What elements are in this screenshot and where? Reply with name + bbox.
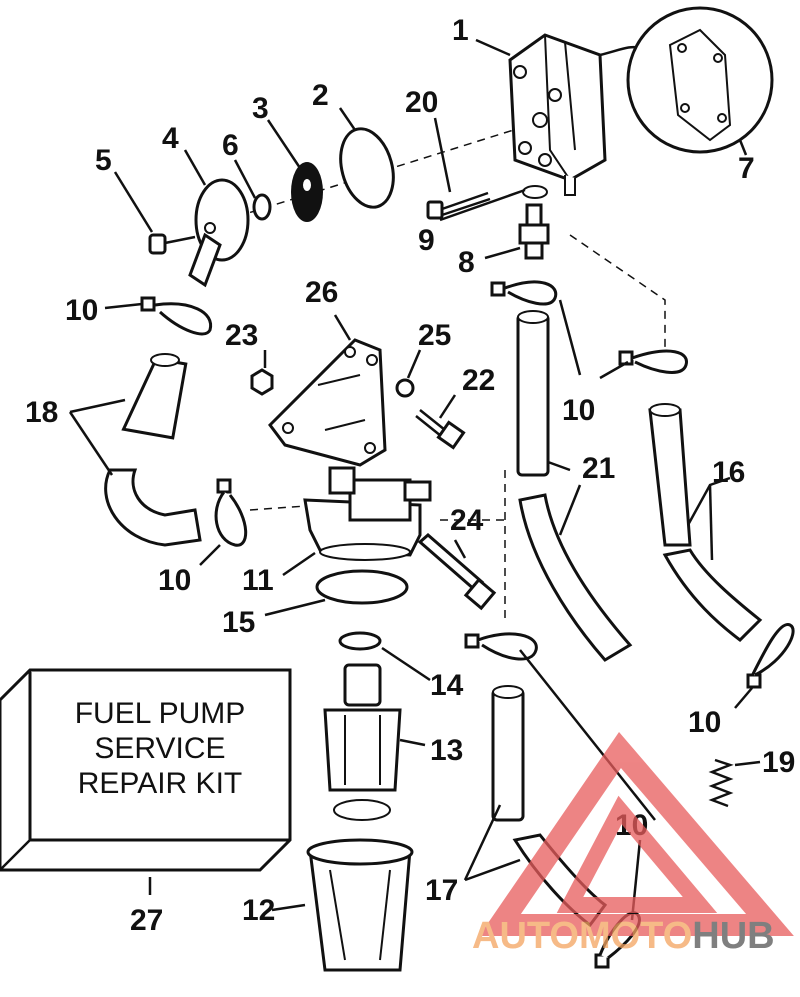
o-ring-part-2 <box>339 127 395 209</box>
hose-part-18 <box>104 353 202 547</box>
hose-part-16 <box>648 403 763 642</box>
clamp-top-left <box>140 296 213 336</box>
callout-24: 24 <box>450 504 484 537</box>
clamp-left-vertical <box>214 478 248 547</box>
callout-4: 4 <box>162 122 179 155</box>
clamp-top-right <box>490 280 558 306</box>
callout-3: 3 <box>252 92 269 125</box>
callout-25: 25 <box>418 319 451 352</box>
leader-lines <box>68 38 761 921</box>
kit-box-line-2: SERVICE <box>94 732 225 765</box>
cover-part-4 <box>188 178 250 288</box>
repair-kit-box: FUEL PUMP SERVICE REPAIR KIT <box>0 668 292 872</box>
callout-17: 17 <box>425 874 458 907</box>
callout-26: 26 <box>305 276 338 309</box>
callout-8: 8 <box>458 246 475 279</box>
callout-10d: 10 <box>688 706 721 739</box>
o-ring-part-15 <box>315 569 409 605</box>
callout-18: 18 <box>25 396 58 429</box>
kit-box-line-1: FUEL PUMP <box>75 697 246 730</box>
callout-16: 16 <box>712 456 745 489</box>
callout-23: 23 <box>225 319 258 352</box>
gasket-detail-inset <box>626 6 774 154</box>
filter-head-part-11 <box>303 466 432 561</box>
filter-element-part-13 <box>323 663 402 821</box>
clamp-right-lower <box>746 623 795 689</box>
watermark-triangle-inner <box>556 795 718 913</box>
callout-5: 5 <box>95 144 112 177</box>
callout-15: 15 <box>222 606 255 639</box>
fitting-part-8 <box>518 203 550 260</box>
callout-10b: 10 <box>562 394 595 427</box>
washer-part-9 <box>522 185 548 199</box>
callout-12: 12 <box>242 894 275 927</box>
callout-10c: 10 <box>158 564 191 597</box>
callout-20: 20 <box>405 86 438 119</box>
watermark-hub-text: HUB <box>692 915 774 957</box>
nut-part-23 <box>250 368 274 396</box>
callout-9: 9 <box>418 224 435 257</box>
callout-14: 14 <box>430 669 464 702</box>
clamp-lower-middle <box>464 632 538 661</box>
bolt-part-20 <box>426 191 491 220</box>
svg-text:AUTOMOTOHUB: AUTOMOTOHUB <box>472 915 775 957</box>
callout-21: 21 <box>582 452 615 485</box>
spring-part-19 <box>708 758 734 808</box>
callout-2: 2 <box>312 79 329 112</box>
fuel-pump-body <box>508 33 641 196</box>
clamp-mid-right <box>618 349 688 374</box>
automotohub-watermark: AUTOMOTOHUB <box>472 731 794 957</box>
callout-22: 22 <box>462 364 495 397</box>
diaphragm-part-3 <box>291 162 323 222</box>
callout-10a: 10 <box>65 294 98 327</box>
callout-7: 7 <box>738 152 755 185</box>
o-ring-part-14 <box>338 631 382 651</box>
ring-part-6 <box>252 193 272 221</box>
callout-13: 13 <box>430 734 463 767</box>
callout-1: 1 <box>452 14 469 47</box>
callout-19: 19 <box>762 746 795 779</box>
callout-6: 6 <box>222 129 239 162</box>
watermark-triangle-outer <box>479 731 794 936</box>
screw-part-5 <box>148 233 196 255</box>
bolt-part-22 <box>415 409 466 450</box>
mounting-plate-part-26 <box>268 338 387 467</box>
callout-numbers: 1 2 3 4 5 6 7 8 9 10 10 10 10 10 11 12 1… <box>25 14 795 937</box>
callout-27: 27 <box>130 904 163 937</box>
hose-part-21 <box>516 310 633 662</box>
watermark-auto-text: AUTOMOTO <box>472 915 692 957</box>
bolt-part-24 <box>417 533 497 611</box>
filter-bowl-part-12 <box>306 838 414 972</box>
kit-box-line-3: REPAIR KIT <box>78 767 242 800</box>
washer-part-25 <box>395 378 415 398</box>
callout-11: 11 <box>242 564 274 597</box>
